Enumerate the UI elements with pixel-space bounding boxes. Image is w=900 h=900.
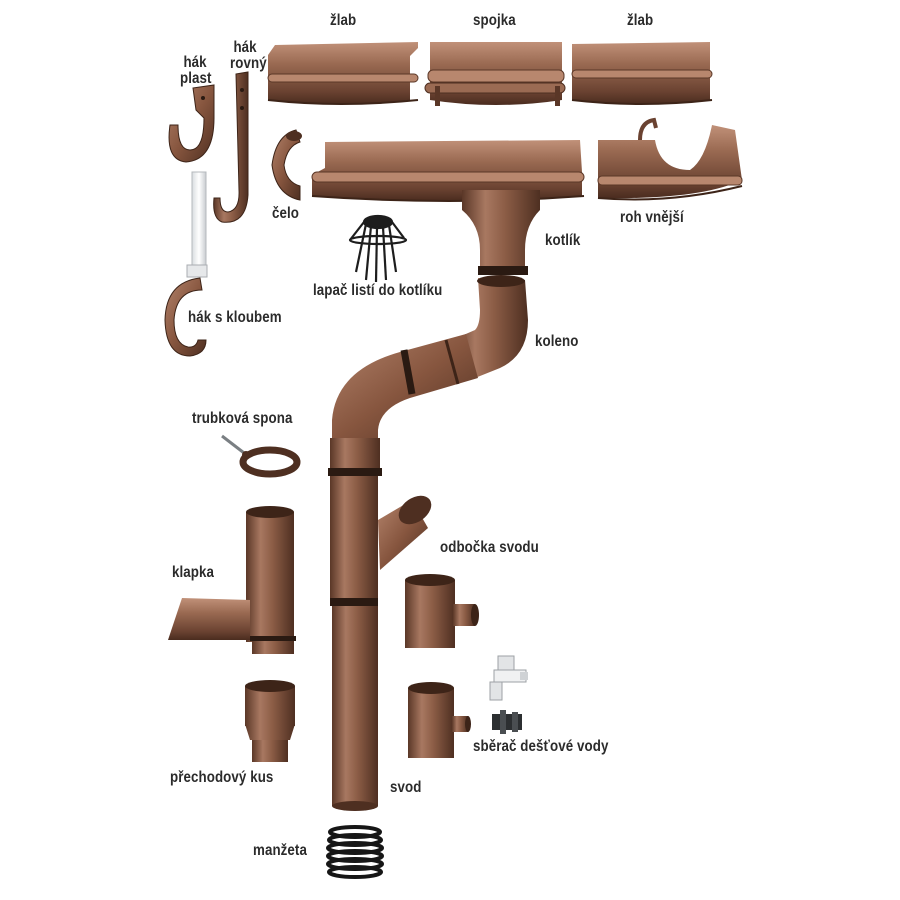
- label-svod: svod: [390, 779, 422, 796]
- gutter-coupling: [424, 42, 566, 106]
- branch: [378, 495, 432, 570]
- leaf-guard: [348, 214, 408, 283]
- label-hak-plast: hák plast: [180, 55, 212, 87]
- elbow-lower: [332, 334, 478, 440]
- label-hak-plast-line2: plast: [180, 70, 212, 87]
- label-hak-plast-line1: hák: [183, 54, 207, 71]
- gutter-section-left: [267, 42, 419, 105]
- hanger-with-joint: [164, 171, 208, 357]
- end-cap: [271, 129, 302, 201]
- label-hak-rovny-line1: hák: [233, 39, 257, 56]
- label-kotlik: kotlík: [545, 232, 581, 249]
- label-roh-vnejsi: roh vnější: [620, 209, 684, 226]
- flap: [168, 506, 296, 654]
- downpipe: [328, 438, 382, 811]
- hanger-plastic: [168, 84, 215, 163]
- label-hak-rovny-line2: rovný: [230, 55, 267, 72]
- label-zlab-left: žlab: [330, 12, 357, 29]
- rain-collector-large: [405, 574, 479, 648]
- label-hak-rovny: hák rovný: [230, 40, 267, 72]
- label-manzeta: manžeta: [253, 842, 307, 859]
- label-hak-s-kloubem: hák s kloubem: [188, 309, 282, 326]
- gutter-outlet: [311, 140, 585, 275]
- hose-connector-icon: [492, 710, 522, 734]
- sleeve: [326, 825, 384, 879]
- pipe-clamp: [221, 434, 301, 478]
- gutter-section-right: [571, 42, 713, 105]
- adapter: [245, 680, 295, 762]
- label-klapka: klapka: [172, 564, 215, 581]
- tap-icon: [489, 655, 528, 701]
- label-zlab-right: žlab: [627, 12, 654, 29]
- label-odbocka-svodu: odbočka svodu: [440, 539, 539, 556]
- rain-collector-small: [408, 682, 471, 758]
- label-celo: čelo: [272, 205, 300, 222]
- label-trubkova-spona: trubková spona: [192, 410, 293, 427]
- outer-corner: [597, 117, 743, 201]
- hanger-straight: [213, 71, 249, 223]
- label-prechodovy-kus: přechodový kus: [170, 769, 274, 786]
- label-spojka: spojka: [473, 12, 516, 29]
- label-sberac: sběrač dešťové vody: [473, 738, 609, 755]
- label-koleno: koleno: [535, 333, 579, 350]
- label-lapac: lapač listí do kotlíku: [313, 282, 443, 299]
